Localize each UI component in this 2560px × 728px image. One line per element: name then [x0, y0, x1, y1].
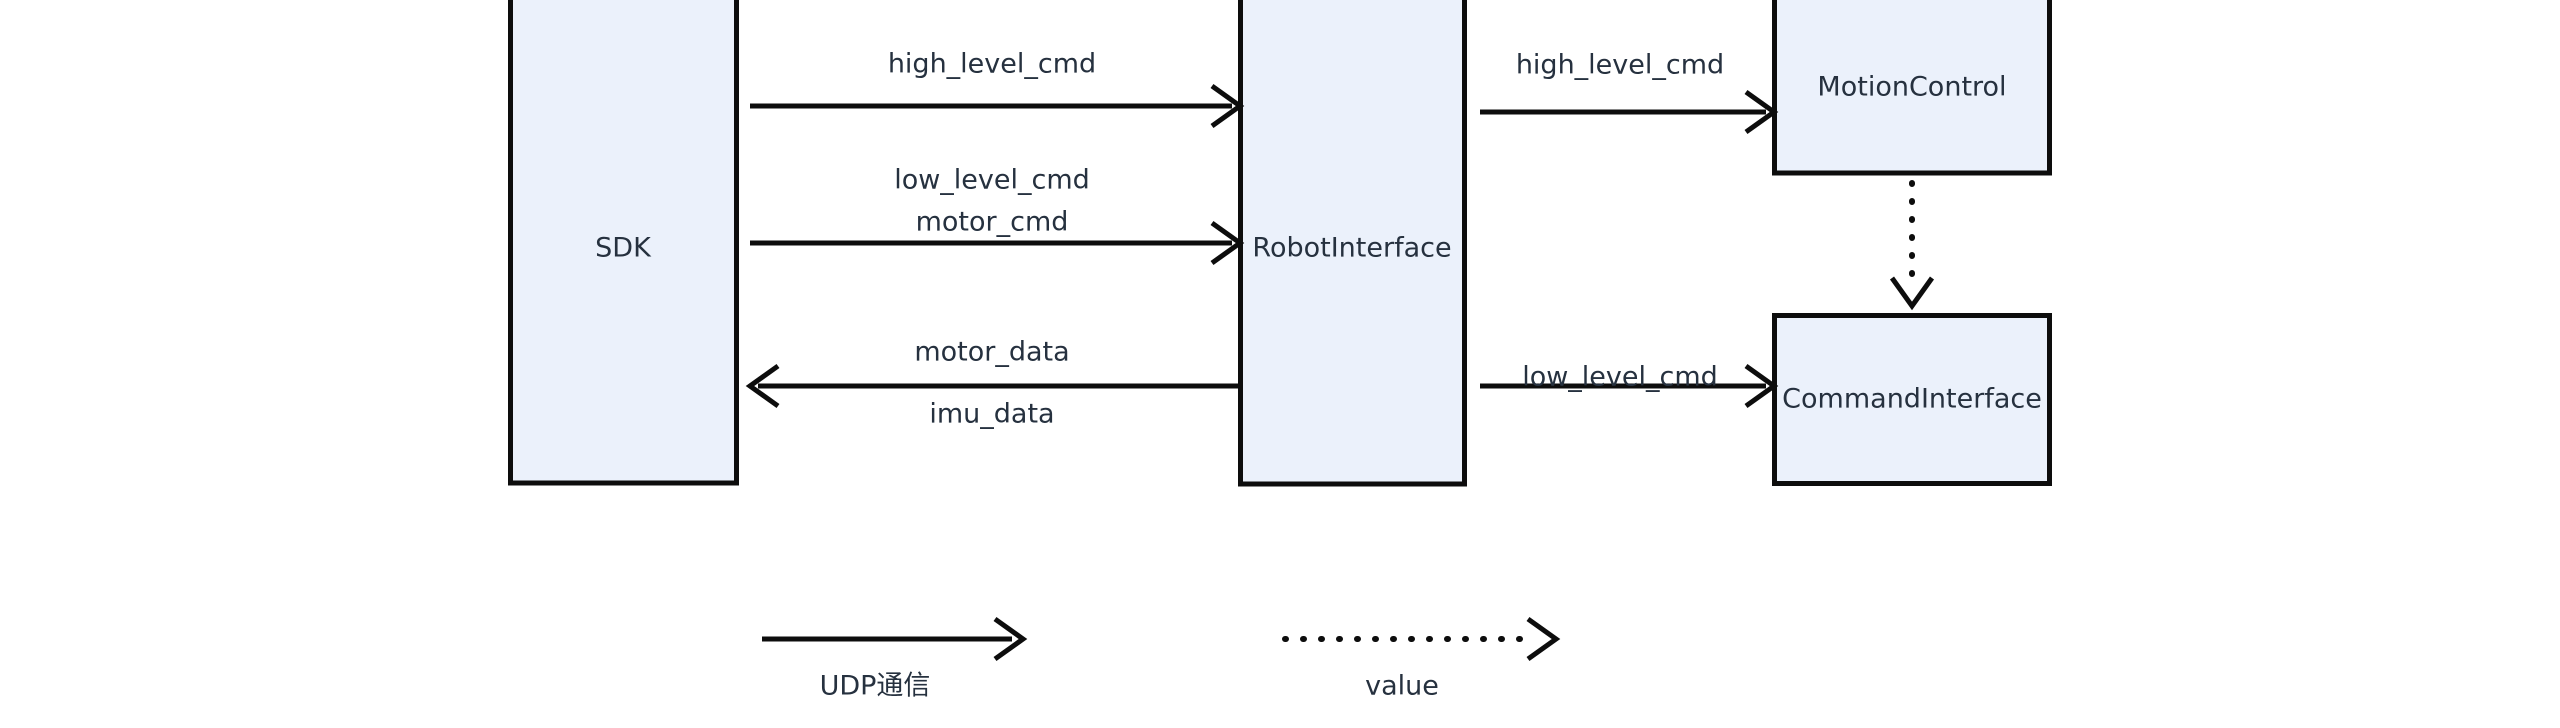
arrow-head-icon	[1210, 220, 1245, 266]
legend-arrow-head-icon	[993, 616, 1028, 662]
legend-item-udp: UDP通信	[762, 616, 1028, 702]
node-sdk[interactable]: SDK	[508, 0, 739, 486]
edge-robotinterface-to-motioncontrol-high-level-cmd: high_level_cmd	[1480, 50, 1779, 135]
arrow-head-icon	[1744, 363, 1779, 409]
edge-label-high-level-cmd-right: high_level_cmd	[1516, 50, 1724, 81]
legend-item-value: value	[1282, 616, 1561, 702]
legend-label-udp: UDP通信	[820, 671, 931, 702]
legend: UDP通信 value	[762, 616, 1561, 702]
edge-robotinterface-to-sdk-motor-data: motor_data imu_data	[745, 337, 1240, 430]
edge-motioncontrol-to-commandinterface-value	[1889, 180, 1935, 311]
node-robot-interface-box[interactable]	[1238, 0, 1467, 487]
node-command-interface-box[interactable]	[1772, 313, 2052, 486]
arrow-head-icon	[745, 363, 780, 409]
edge-label-low-level-cmd: low_level_cmd	[894, 165, 1090, 196]
node-sdk-box[interactable]	[508, 0, 739, 486]
arrow-head-down-icon	[1889, 276, 1935, 311]
node-robot-interface-label: RobotInterface	[1252, 233, 1451, 264]
node-robot-interface[interactable]: RobotInterface	[1238, 0, 1467, 487]
node-motion-control[interactable]: MotionControl	[1772, 0, 2052, 176]
node-command-interface[interactable]: CommandInterface	[1772, 313, 2052, 486]
edge-sdk-to-robotinterface-low-level-cmd: low_level_cmd motor_cmd	[750, 165, 1245, 266]
edge-label-motor-cmd: motor_cmd	[916, 207, 1069, 238]
edge-label-low-level-cmd-right: low_level_cmd	[1522, 362, 1718, 393]
node-motion-control-box[interactable]	[1772, 0, 2052, 176]
legend-label-value: value	[1365, 671, 1439, 702]
node-sdk-label: SDK	[595, 233, 652, 264]
edge-sdk-to-robotinterface-high-level-cmd: high_level_cmd	[750, 49, 1245, 129]
legend-arrow-head-dotted-icon	[1526, 616, 1561, 662]
edge-robotinterface-to-commandinterface-low-level-cmd: low_level_cmd	[1480, 362, 1779, 409]
edge-label-motor-data: motor_data	[914, 337, 1069, 368]
edge-label-imu-data: imu_data	[929, 399, 1054, 430]
arrow-head-icon	[1744, 89, 1779, 135]
node-command-interface-label: CommandInterface	[1782, 384, 2042, 415]
arrow-head-icon	[1210, 83, 1245, 129]
node-motion-control-label: MotionControl	[1817, 72, 2006, 103]
edge-label-high-level-cmd: high_level_cmd	[888, 49, 1096, 80]
